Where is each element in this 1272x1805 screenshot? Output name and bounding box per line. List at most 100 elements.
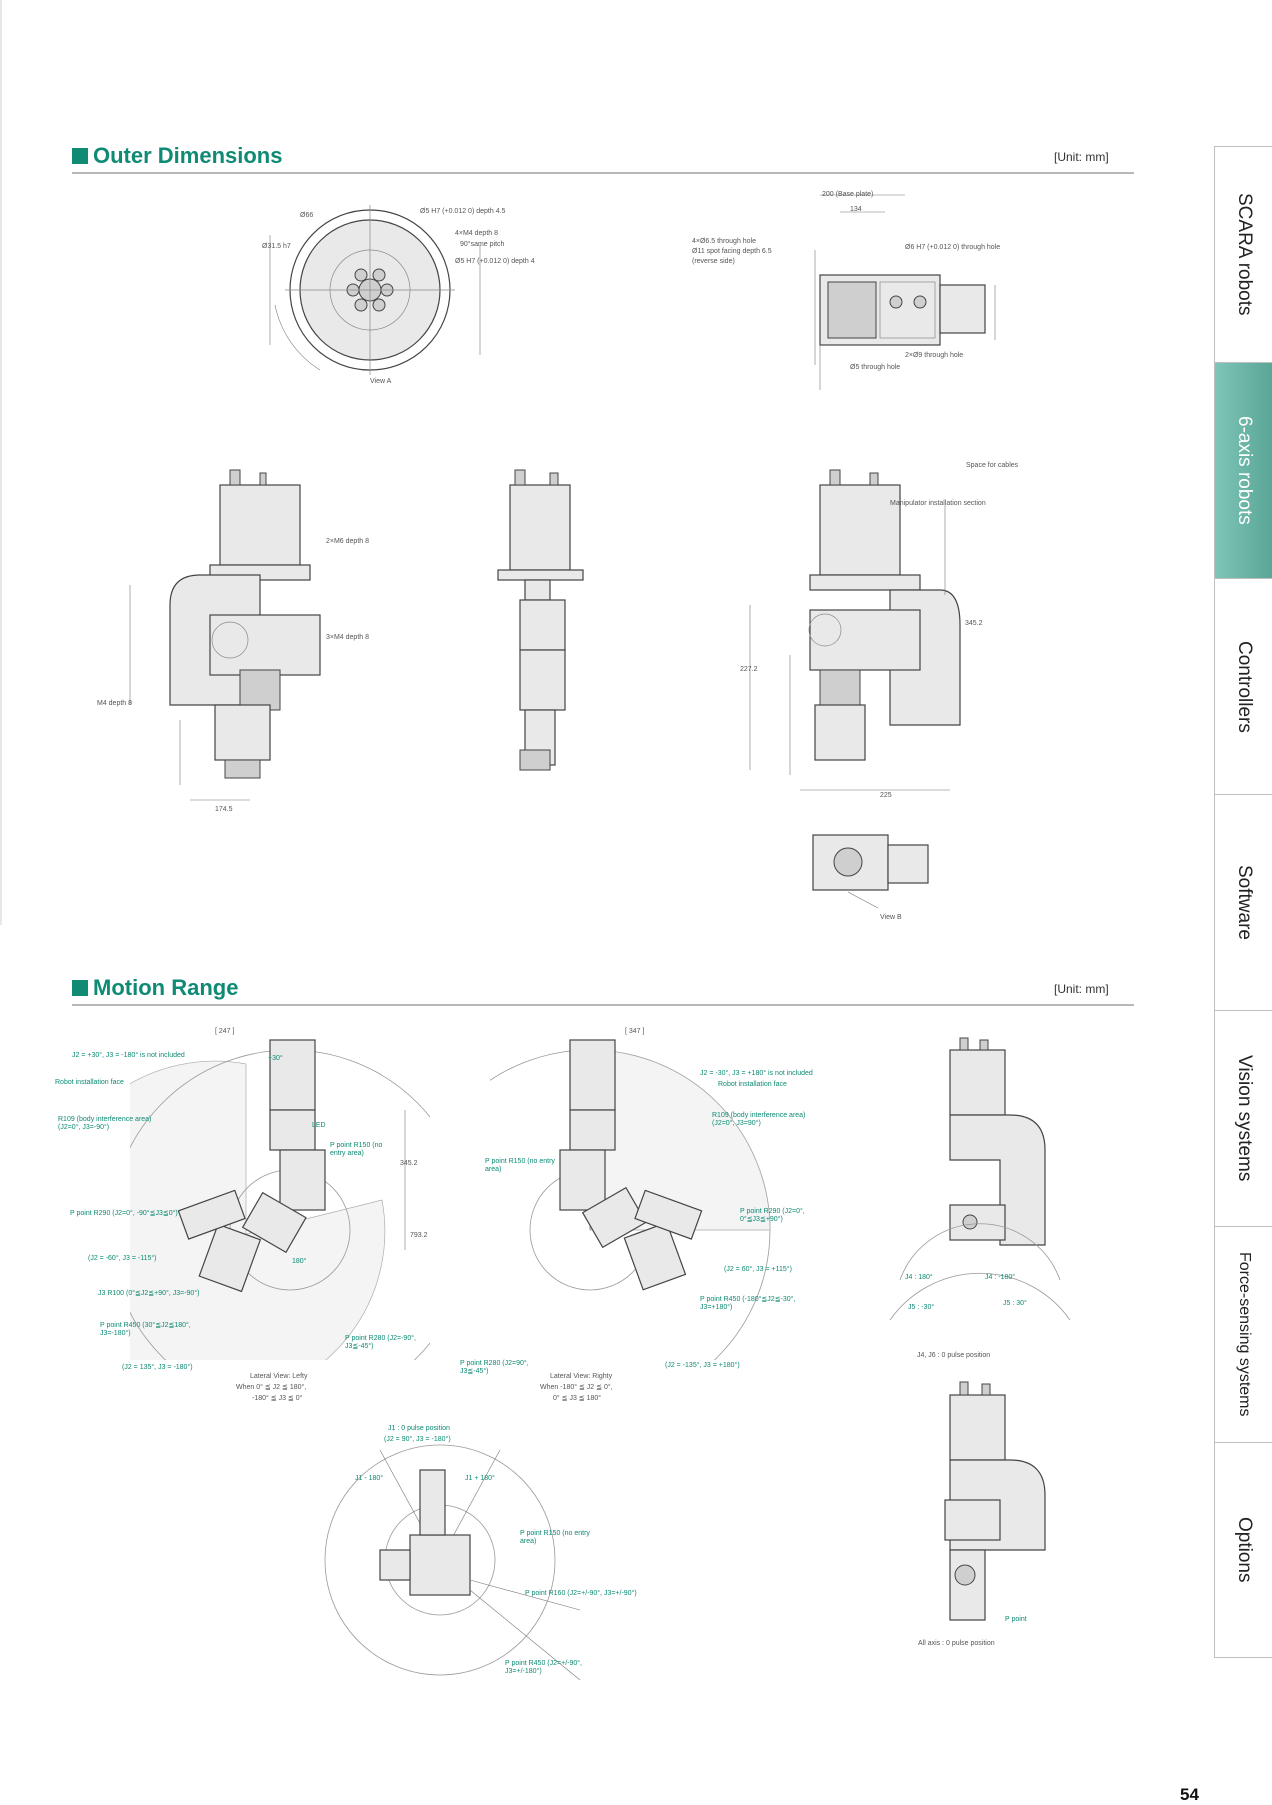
label-no-entry-right: P point R150 (no entry area) (485, 1158, 555, 1173)
label-r290-left: P point R290 (J2=0°, -90°≦J3≦0°) (70, 1210, 178, 1217)
all-axis-zero-drawing (944, 1381, 1046, 1621)
tab-label: 6-axis robots (1234, 416, 1255, 525)
title-square-icon (72, 980, 88, 996)
label-spot-facing: Ø11 spot facing depth 6.5 (692, 248, 772, 255)
label-base-134: 134 (850, 206, 862, 213)
label-manip-section: Manipulator installation section (890, 500, 986, 507)
label-dim-793-2: 793.2 (410, 1232, 428, 1239)
page-number: 54 (1180, 1785, 1199, 1804)
label-d31: Ø31.5 h7 (262, 243, 291, 250)
label-j3-r-60: (J2 = 60°, J3 = +115°) (724, 1266, 792, 1273)
label-angle-180: 180° (292, 1258, 307, 1265)
tab-vision-systems[interactable]: Vision systems (1215, 1010, 1272, 1226)
side-view-left-drawing (129, 469, 321, 801)
label-lateral-lefty: Lateral View: Lefty (250, 1373, 308, 1380)
label-j3-60: (J2 = -60°, J3 = -115°) (88, 1255, 157, 1262)
label-r109-right: R109 (body interference area) (J2=0°, J3… (712, 1112, 806, 1127)
tab-software[interactable]: Software (1215, 794, 1272, 1010)
label-all-axis-zero: All axis : 0 pulse position (918, 1640, 995, 1647)
label-m4-d8: M4 depth 8 (97, 700, 133, 707)
title-square-icon (72, 148, 88, 164)
label-r280-left: P point R280 (J2=-90°, J3≦-45°) (345, 1335, 416, 1350)
outer-dimensions-title: Outer Dimensions (72, 143, 282, 169)
label-reverse: (reverse side) (692, 258, 735, 265)
label-j5-30: J5 : 30° (1003, 1300, 1027, 1307)
label-j3-r100: J3 R100 (0°≦J2≦+90°, J3=-90°) (98, 1290, 200, 1297)
label-lateral-lefty-when: When 0° ≦ J2 ≦ 180°, (236, 1384, 307, 1391)
label-d5-through: Ø5 through hole (850, 364, 901, 371)
label-m4-depth: 4×M4 depth 8 (455, 230, 499, 237)
motion-rule (72, 1004, 1134, 1006)
label-install-face-left: Robot installation face (55, 1079, 124, 1086)
label-dim-174-5: 174.5 (215, 806, 233, 813)
view-a-drawing (269, 205, 481, 375)
label-d66: Ø66 (300, 212, 314, 219)
label-d6h7: Ø6 H7 (+0.012 0) through hole (905, 244, 1001, 251)
label-right-dim: [ 347 ] (625, 1028, 645, 1035)
label-d5h7b: Ø5 H7 (+0.012 0) depth 4 (455, 258, 535, 265)
label-not-included-left: J2 = +30°, J3 = -180° is not included (72, 1052, 185, 1059)
label-view-a: View A (370, 378, 392, 385)
label-j1-plus: J1 + 180° (465, 1475, 495, 1482)
j4-j6-view-drawing (889, 1037, 1071, 1321)
outer-dimensions-title-text: Outer Dimensions (93, 143, 283, 168)
tab-label: Software (1234, 865, 1255, 940)
label-dim-345-2: 345.2 (965, 620, 983, 627)
tab-6-axis-robots[interactable]: 6-axis robots (1215, 362, 1272, 578)
motion-range-title: Motion Range (72, 975, 238, 1001)
side-tab-bar: SCARA robots 6-axis robots Controllers S… (1214, 146, 1272, 1658)
label-view-b: View B (880, 914, 902, 921)
label-m3-depth: 3×M4 depth 8 (326, 634, 370, 641)
tab-label: SCARA robots (1234, 193, 1255, 316)
label-d5h7: Ø5 H7 (+0.012 0) depth 4.5 (420, 208, 506, 215)
label-j4j6-zero: J4, J6 : 0 pulse position (917, 1352, 991, 1359)
label-left-dim: [ 247 ] (215, 1028, 235, 1035)
label-base-200: 200 (Base plate) (822, 191, 874, 198)
label-j1-zero: J1 : 0 pulse position (388, 1425, 450, 1432)
label-r450-left: P point R450 (30°≦J2≦180°, J3=-180°) (100, 1322, 191, 1337)
tab-label: Vision systems (1234, 1055, 1255, 1182)
label-r109-left: R109 (body interference area) (J2=0°, J3… (58, 1116, 152, 1131)
label-j5-m30: J5 : -30° (908, 1304, 935, 1311)
top-view-j1-drawing (324, 1444, 581, 1681)
front-view-drawing (497, 469, 584, 771)
label-j1-cond: (J2 = 90°, J3 = -180°) (384, 1436, 451, 1443)
label-j2-135: (J2 = 135°, J3 = -180°) (122, 1364, 193, 1371)
label-install-face-right: Robot installation face (718, 1081, 787, 1088)
lateral-lefty-drawing (130, 1039, 430, 1360)
label-lateral-righty: Lateral View: Righty (550, 1373, 613, 1380)
label-p-point: P point (1005, 1616, 1027, 1623)
label-r290-right: P point R290 (J2=0°, 0°≦J3≦+90°) (740, 1208, 805, 1223)
label-r450-right: P point R450 (-180°≦J2≦-30°, J3=+180°) (700, 1296, 796, 1311)
label-dim-345-2-m: 345.2 (400, 1160, 418, 1167)
base-plate-drawing (814, 194, 996, 390)
tab-scara-robots[interactable]: SCARA robots (1215, 146, 1272, 362)
label-top-no-entry: P point R150 (no entry area) (520, 1530, 590, 1545)
tab-controllers[interactable]: Controllers (1215, 578, 1272, 794)
tab-label: Force-sensing systems (1236, 1252, 1253, 1417)
tab-force-sensing-systems[interactable]: Force-sensing systems (1215, 1226, 1272, 1442)
tab-label: Options (1234, 1517, 1255, 1583)
tab-options[interactable]: Options (1215, 1442, 1272, 1658)
lateral-righty-drawing (490, 1039, 771, 1360)
outer-rule (72, 172, 1134, 174)
label-j4-180: J4 : 180° (905, 1274, 933, 1281)
label-lateral-righty-when: When -180° ≦ J2 ≦ 0°, (540, 1384, 613, 1391)
view-b-drawing (812, 834, 929, 909)
label-space-cables: Space for cables (966, 462, 1019, 469)
label-dim-227-2: 227.2 (740, 666, 758, 673)
label-lateral-lefty-j3: -180° ≦ J3 ≦ 0° (252, 1395, 303, 1402)
label-r280-right: P point R280 (J2=90°, J3≦-45°) (460, 1360, 529, 1375)
side-view-right-drawing (749, 469, 961, 791)
page-edge-line (0, 0, 2, 925)
label-no-entry-left: P point R150 (no entry area) (330, 1142, 383, 1157)
label-dim-225: 225 (880, 792, 892, 799)
motion-range-title-text: Motion Range (93, 975, 239, 1000)
label-j1-minus: J1 - 180° (355, 1475, 384, 1482)
label-top-r450: P point R450 (J2=+/-90°, J3=+/-180°) (505, 1660, 582, 1675)
motion-unit-label: [Unit: mm] (1054, 982, 1109, 996)
label-top-r160: P point R160 (J2=+/-90°, J3=+/-90°) (525, 1590, 637, 1597)
label-equal-pitch: 90°same pitch (460, 241, 505, 248)
label-not-included-right: J2 = -30°, J3 = +180° is not included (700, 1070, 813, 1077)
label-j2-r135: (J2 = -135°, J3 = +180°) (665, 1362, 740, 1369)
